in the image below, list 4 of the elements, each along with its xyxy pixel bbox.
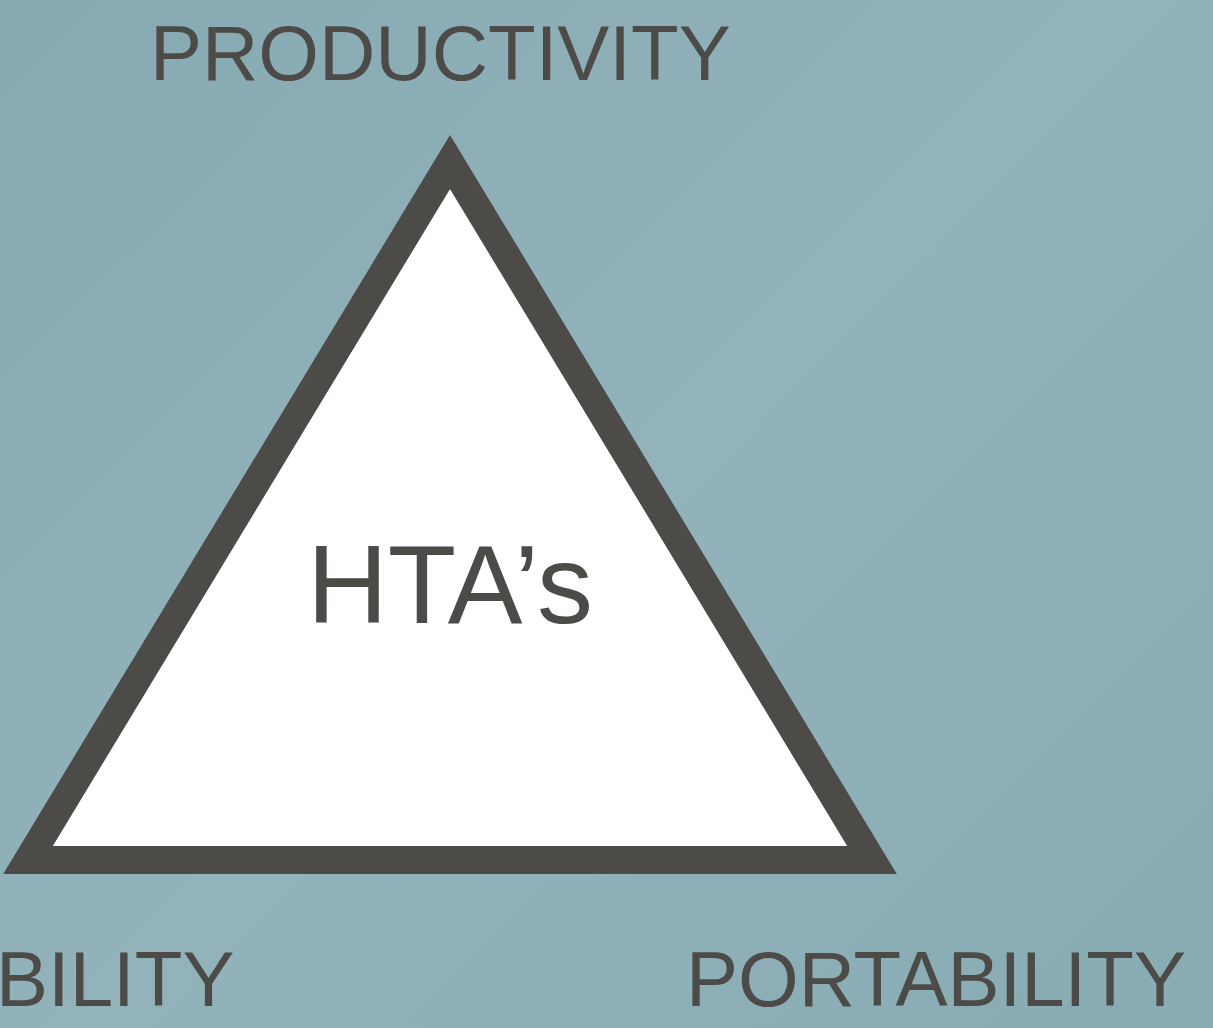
corner-label: PRODUCTIVITY — [150, 14, 731, 92]
node-text: HTA’s — [306, 529, 594, 641]
corner-label: PORTABILITY — [686, 940, 1186, 1018]
corner-label: BILITY — [0, 940, 235, 1018]
